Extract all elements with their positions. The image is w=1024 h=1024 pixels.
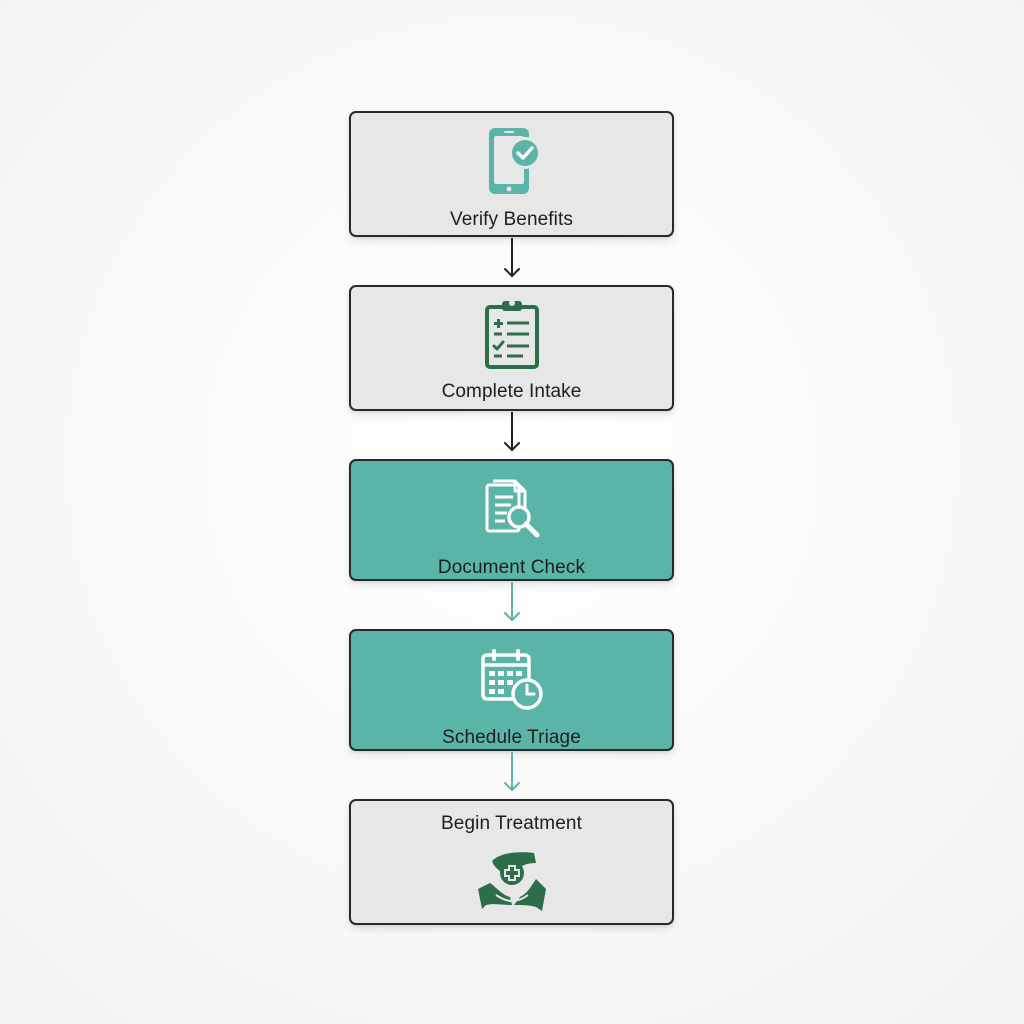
calendar-clock-icon xyxy=(480,649,543,710)
down-arrow xyxy=(504,752,520,791)
document-search-icon xyxy=(485,479,539,538)
step-label: Schedule Triage xyxy=(442,727,581,748)
step-label: Document Check xyxy=(437,557,586,578)
step-label: Verify Benefits xyxy=(450,209,573,230)
step-complete-intake[interactable]: Complete Intake xyxy=(349,285,674,411)
step-begin-treatment[interactable]: Begin Treatment xyxy=(349,799,674,925)
step-document-check[interactable]: Document Check xyxy=(349,459,674,581)
hands-care-icon xyxy=(477,852,546,911)
step-verify-benefits[interactable]: Verify Benefits xyxy=(349,111,674,237)
clipboard-checklist-icon xyxy=(484,300,539,369)
down-arrow xyxy=(504,412,520,451)
step-label: Begin Treatment xyxy=(441,813,582,834)
down-arrow xyxy=(504,238,520,277)
smartphone-check-icon xyxy=(488,128,541,194)
step-label: Complete Intake xyxy=(441,381,582,402)
down-arrow xyxy=(504,582,520,621)
step-schedule-triage[interactable]: Schedule Triage xyxy=(349,629,674,751)
